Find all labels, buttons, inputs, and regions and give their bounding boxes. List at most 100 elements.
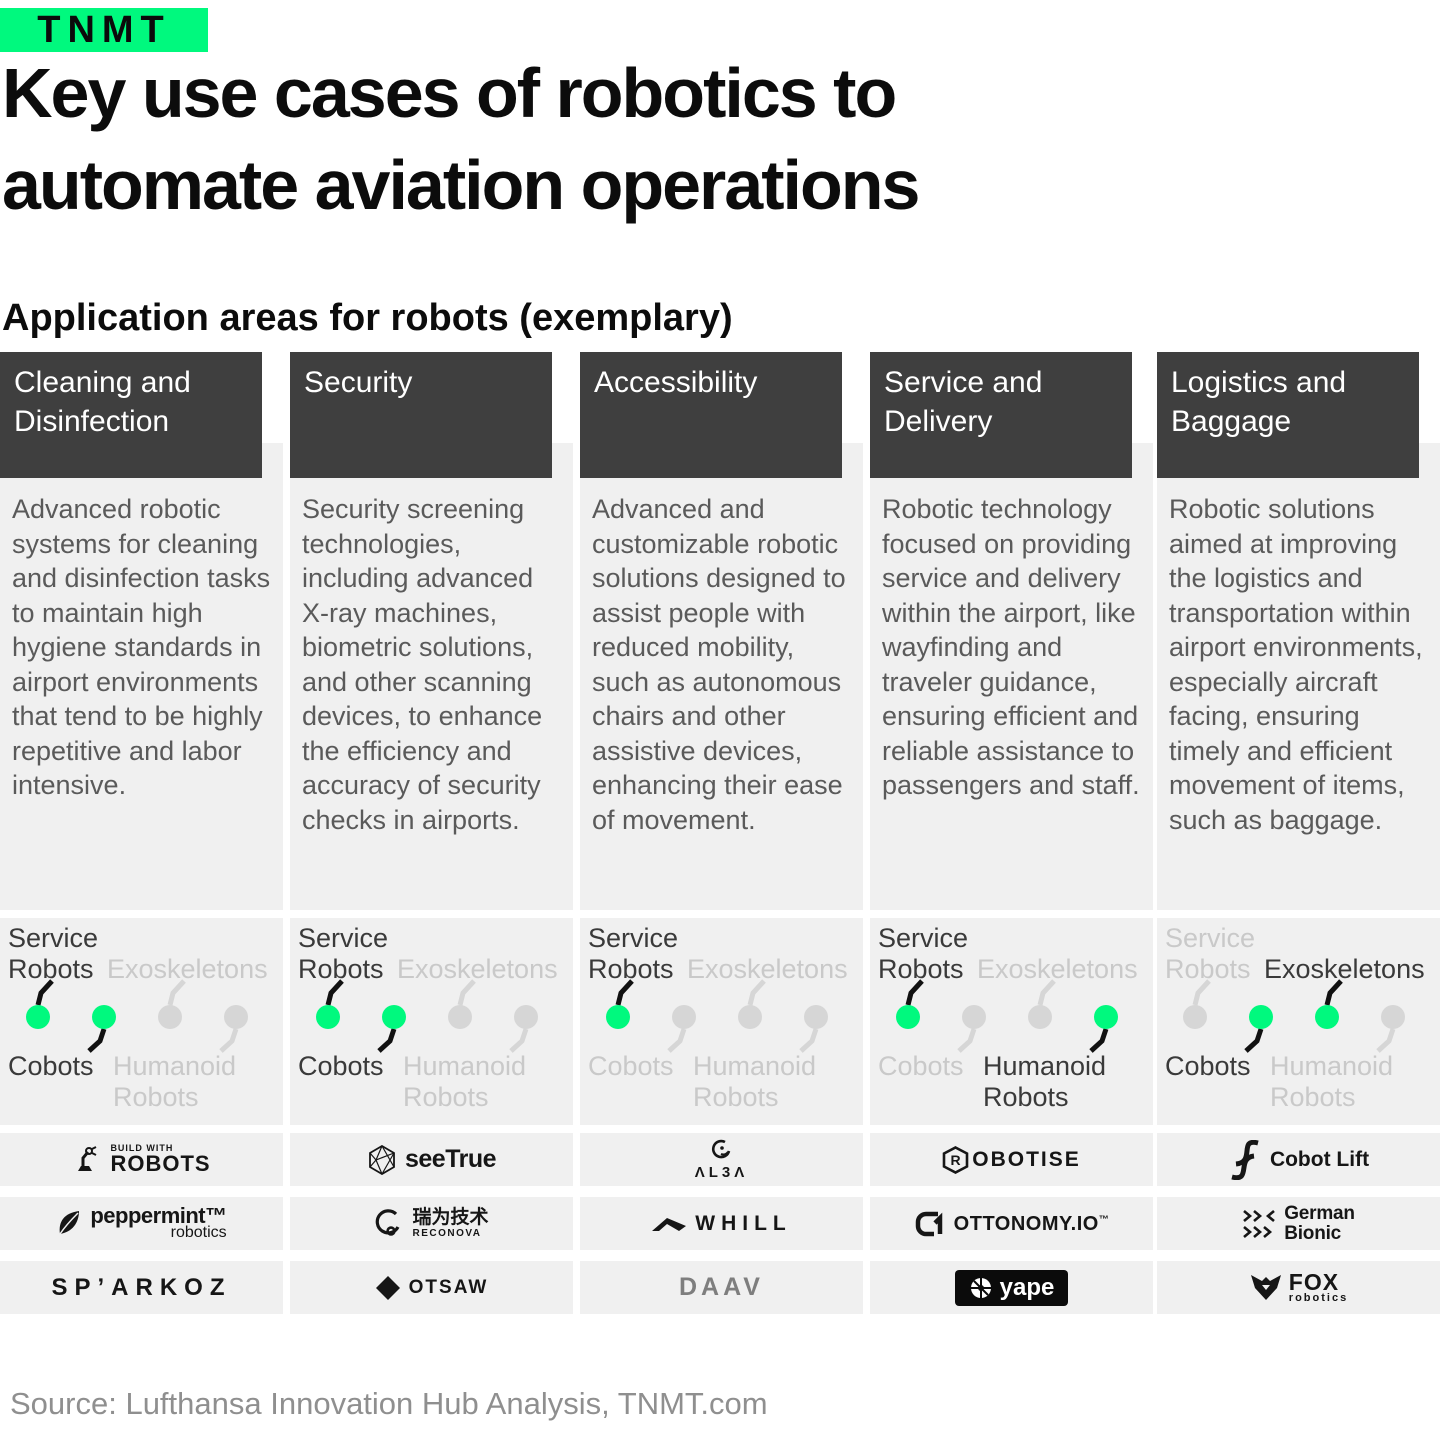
humanoid-robots-label: Humanoid Robots bbox=[983, 1051, 1107, 1113]
cobots-label: Cobots bbox=[588, 1051, 674, 1081]
robot-types-dots bbox=[316, 979, 538, 1053]
column-description: Robotic technology focused on providing … bbox=[870, 443, 1153, 910]
cobots-label: Cobots bbox=[8, 1051, 94, 1081]
robot-types-panel: Service Robots Exoskeletons Cobots Human… bbox=[290, 918, 573, 1125]
dot-service-robots bbox=[606, 1005, 630, 1029]
logo-sparkoz: SPʼARKOZ bbox=[51, 1273, 232, 1301]
connector-cobots bbox=[1244, 1028, 1264, 1053]
exoskeletons-label: Exoskeletons bbox=[107, 954, 268, 984]
dot-humanoid-robots bbox=[1094, 1005, 1118, 1029]
chevron-icon bbox=[651, 1215, 687, 1233]
application-column-4: Service and Delivery Robotic technology … bbox=[870, 352, 1153, 1314]
connector-cobots bbox=[667, 1028, 687, 1053]
connector-humanoid-robots bbox=[509, 1028, 529, 1053]
logo-daav: DAAV bbox=[679, 1275, 764, 1300]
logo-seetrue: seeTrue bbox=[367, 1144, 497, 1175]
column-description: Security screening technologies, includi… bbox=[290, 443, 573, 910]
tnmt-logo-text: TNMT bbox=[37, 8, 171, 51]
dot-exoskeletons bbox=[158, 1005, 182, 1029]
dot-humanoid-robots bbox=[224, 1005, 248, 1029]
exoskeletons-label: Exoskeletons bbox=[687, 954, 848, 984]
dot-humanoid-robots bbox=[1381, 1005, 1405, 1029]
c-arrow-icon bbox=[914, 1210, 946, 1238]
logo-text: DAAV bbox=[679, 1273, 764, 1301]
dot-exoskeletons bbox=[1028, 1005, 1052, 1029]
application-column-2: Security Security screening technologies… bbox=[290, 352, 573, 1314]
logo-text: Cobot Lift bbox=[1269, 1148, 1370, 1171]
page-title: Key use cases of robotics to automate av… bbox=[2, 54, 920, 224]
connector-exoskeletons bbox=[1324, 979, 1343, 1006]
logo-row-3: yape bbox=[870, 1261, 1153, 1314]
svg-text:R: R bbox=[951, 1152, 961, 1168]
logo-text: SPʼARKOZ bbox=[51, 1273, 232, 1301]
dot-cobots bbox=[1249, 1005, 1273, 1029]
dot-service-robots bbox=[1183, 1005, 1207, 1029]
logo-alba: ΛL3Λ bbox=[695, 1139, 749, 1180]
humanoid-robots-label: Humanoid Robots bbox=[693, 1051, 817, 1113]
application-column-1: Cleaning and Disinfection Advanced robot… bbox=[0, 352, 283, 1314]
logo-row-3: SPʼARKOZ bbox=[0, 1261, 283, 1314]
logo-text: ΛL3Λ bbox=[694, 1164, 749, 1181]
exoskeletons-label: Exoskeletons bbox=[397, 954, 558, 984]
robot-types-dots bbox=[896, 979, 1118, 1053]
logo-row-2: WHILL bbox=[580, 1197, 863, 1250]
fox-icon bbox=[1249, 1273, 1283, 1301]
service-robots-label: Service Robots bbox=[8, 923, 99, 985]
connector-exoskeletons bbox=[747, 979, 766, 1006]
cobots-label: Cobots bbox=[1165, 1051, 1251, 1081]
application-column-3: Accessibility Advanced and customizable … bbox=[580, 352, 863, 1314]
service-robots-label: Service Robots bbox=[298, 923, 389, 985]
dot-exoskeletons bbox=[448, 1005, 472, 1029]
robot-arm-icon bbox=[72, 1145, 102, 1174]
dot-humanoid-robots bbox=[514, 1005, 538, 1029]
logo-text: seeTrue bbox=[404, 1145, 497, 1173]
logo-row-1: seeTrue bbox=[290, 1133, 573, 1186]
source-text: Source: Lufthansa Innovation Hub Analysi… bbox=[10, 1386, 768, 1421]
robot-types-dots bbox=[1183, 979, 1405, 1053]
dot-service-robots bbox=[896, 1005, 920, 1029]
connector-cobots bbox=[957, 1028, 977, 1053]
logo-row-1: Cobot Lift bbox=[1157, 1133, 1440, 1186]
logo-text: OTTONOMY.IO™ bbox=[953, 1212, 1110, 1235]
logo-ottonomy: OTTONOMY.IO™ bbox=[914, 1210, 1110, 1238]
connector-humanoid-robots bbox=[219, 1028, 239, 1053]
connector-cobots bbox=[377, 1028, 397, 1053]
humanoid-robots-label: Humanoid Robots bbox=[113, 1051, 237, 1113]
tnmt-logo: TNMT bbox=[0, 8, 208, 52]
dot-service-robots bbox=[26, 1005, 50, 1029]
dot-exoskeletons bbox=[1315, 1005, 1339, 1029]
dot-cobots bbox=[382, 1005, 406, 1029]
connector-exoskeletons bbox=[457, 979, 476, 1006]
humanoid-robots-label: Humanoid Robots bbox=[403, 1051, 527, 1113]
connector-humanoid-robots bbox=[1376, 1028, 1396, 1053]
cobots-label: Cobots bbox=[878, 1051, 964, 1081]
chevrons-icon bbox=[1242, 1209, 1278, 1239]
connector-service-robots bbox=[905, 979, 924, 1006]
service-robots-label: Service Robots bbox=[1165, 923, 1256, 985]
robot-types-panel: Service Robots Exoskeletons Cobots Human… bbox=[870, 918, 1153, 1125]
connector-humanoid-robots bbox=[799, 1028, 819, 1053]
column-header: Accessibility bbox=[580, 352, 842, 478]
column-header: Security bbox=[290, 352, 552, 478]
logo-row-2: OTTONOMY.IO™ bbox=[870, 1197, 1153, 1250]
cobots-label: Cobots bbox=[298, 1051, 384, 1081]
dot-humanoid-robots bbox=[804, 1005, 828, 1029]
service-robots-label: Service Robots bbox=[878, 923, 969, 985]
exoskeletons-label: Exoskeletons bbox=[977, 954, 1138, 984]
connector-exoskeletons bbox=[167, 979, 186, 1006]
dot-cobots bbox=[672, 1005, 696, 1029]
connector-service-robots bbox=[325, 979, 344, 1006]
connector-service-robots bbox=[35, 979, 54, 1006]
logo-row-3: DAAV bbox=[580, 1261, 863, 1314]
